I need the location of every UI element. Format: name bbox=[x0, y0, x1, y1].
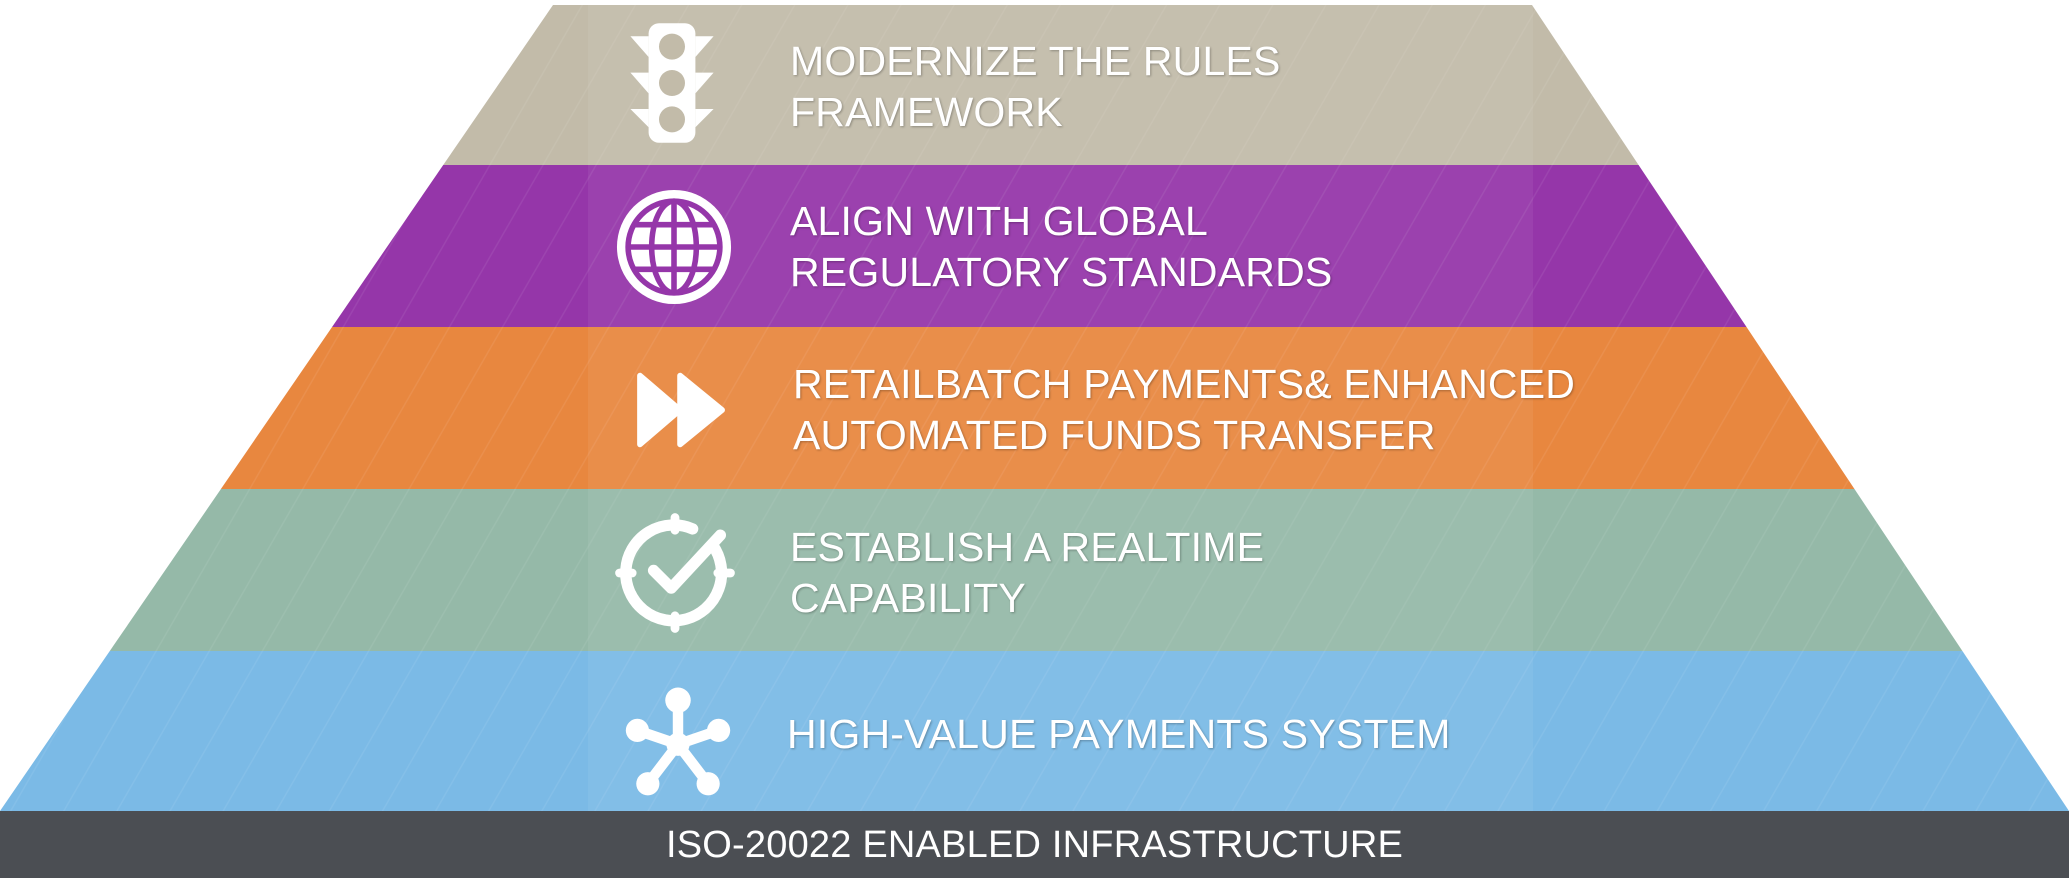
tier-realtime-line2: CAPABILITY bbox=[790, 575, 1026, 621]
tier-retail-line1: RETAILBATCH PAYMENTS& ENHANCED bbox=[793, 361, 1576, 407]
tier-global-line1: ALIGN WITH GLOBAL bbox=[790, 198, 1209, 244]
tier-rules-line1: MODERNIZE THE RULES bbox=[790, 38, 1281, 84]
globe-icon bbox=[612, 185, 736, 309]
fast-forward-icon bbox=[634, 368, 730, 452]
tier-rules-label: MODERNIZE THE RULES FRAMEWORK bbox=[790, 36, 1281, 138]
network-hub-icon bbox=[620, 684, 736, 800]
tier-highvalue-label: HIGH-VALUE PAYMENTS SYSTEM bbox=[787, 709, 1451, 760]
tier-highvalue-line1: HIGH-VALUE PAYMENTS SYSTEM bbox=[787, 711, 1451, 757]
tier-global-label: ALIGN WITH GLOBAL REGULATORY STANDARDS bbox=[790, 196, 1332, 298]
tier-rules-line2: FRAMEWORK bbox=[790, 89, 1063, 135]
tier-global-line2: REGULATORY STANDARDS bbox=[790, 249, 1333, 295]
clock-check-icon bbox=[612, 510, 738, 636]
tier-realtime-line1: ESTABLISH A REALTIME bbox=[790, 524, 1265, 570]
tier-retail-label: RETAILBATCH PAYMENTS& ENHANCED AUTOMATED… bbox=[793, 359, 1575, 461]
base-infrastructure-label: ISO-20022 ENABLED INFRASTRUCTURE bbox=[665, 824, 1404, 866]
traffic-light-icon bbox=[607, 18, 737, 148]
base-infrastructure-bar: ISO-20022 ENABLED INFRASTRUCTURE bbox=[0, 811, 2069, 878]
tier-realtime-label: ESTABLISH A REALTIME CAPABILITY bbox=[790, 522, 1264, 624]
tier-retail-line2: AUTOMATED FUNDS TRANSFER bbox=[793, 412, 1436, 458]
